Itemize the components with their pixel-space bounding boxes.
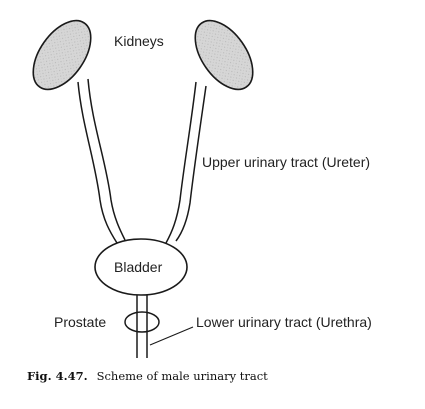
- left-ureter-outer: [77, 81, 118, 244]
- right-kidney: [194, 19, 254, 91]
- caption-text: Scheme of male urinary tract: [97, 369, 269, 383]
- urethra-leader-line: [149, 326, 194, 346]
- caption-number: Fig. 4.47.: [27, 369, 88, 383]
- right-ureter-outer: [165, 81, 197, 244]
- left-kidney: [32, 19, 92, 91]
- bladder-label: Bladder: [114, 259, 163, 275]
- figure-caption: Fig. 4.47. Scheme of male urinary tract: [27, 367, 268, 384]
- left-ureter-inner: [87, 78, 126, 241]
- kidneys-label: Kidneys: [114, 33, 164, 49]
- bladder: [94, 238, 188, 296]
- prostate: [124, 311, 160, 333]
- prostate-label: Prostate: [54, 314, 106, 330]
- ureter-label: Upper urinary tract (Ureter): [202, 154, 370, 170]
- right-ureter-inner: [175, 85, 207, 242]
- urethra-label: Lower urinary tract (Urethra): [196, 314, 372, 330]
